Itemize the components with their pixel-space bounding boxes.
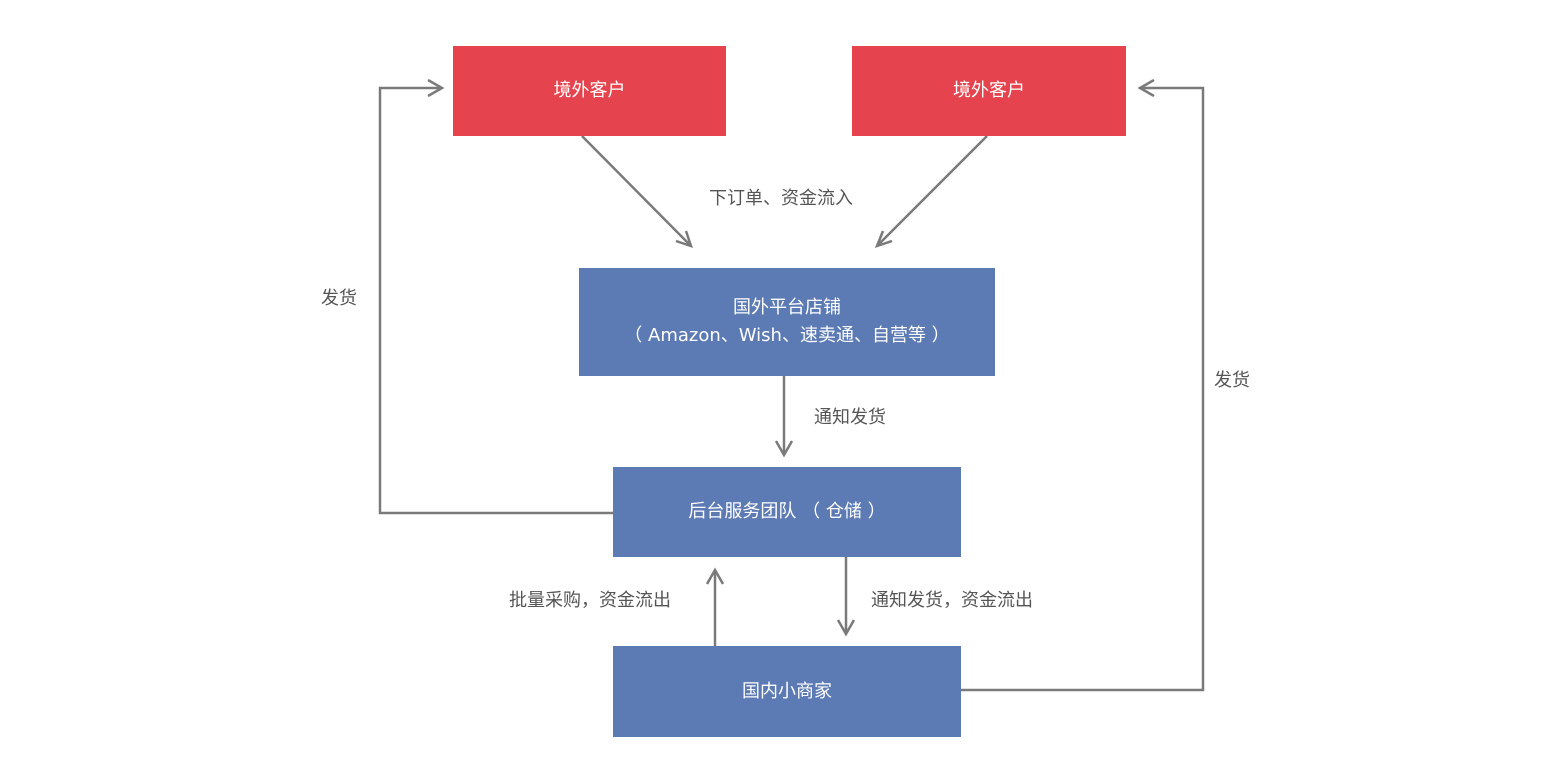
edge-label-notify-ship-outflow: 通知发货，资金流出	[871, 590, 1033, 611]
arrowhead-platform-to-backend	[774, 440, 794, 458]
node-overseas-customer-left-label: 境外客户	[553, 80, 626, 101]
node-domestic-small-merchant-label: 国内小商家	[742, 680, 832, 702]
edge-label-ship-right: 发货	[1214, 370, 1250, 391]
node-backend-service-team-label: 后台服务团队 （ 仓储 ）	[688, 501, 886, 522]
arrow-merchant-to-right-customer	[961, 86, 1205, 692]
arrow-right-customer-to-platform	[877, 135, 988, 246]
edge-label-notify-ship: 通知发货	[814, 407, 886, 428]
arrowhead-left-customer-to-platform	[675, 230, 693, 248]
edge-label-order-inflow: 下订单、资金流入	[709, 188, 853, 209]
arrowhead-right-customer-to-platform	[874, 230, 893, 249]
arrowhead-merchant-to-right-customer	[1137, 78, 1155, 98]
node-backend-service-team: 后台服务团队 （ 仓储 ）	[613, 467, 961, 557]
node-overseas-customer-left: 境外客户	[453, 46, 726, 136]
node-foreign-platform-store-subtitle: （ Amazon、Wish、速卖通、自营等 ）	[624, 325, 950, 346]
edge-label-bulk-purchase: 批量采购，资金流出	[509, 590, 671, 611]
arrowhead-backend-to-merchant	[836, 619, 856, 637]
node-overseas-customer-right-label: 境外客户	[953, 80, 1025, 101]
arrow-left-customer-to-platform	[581, 135, 691, 246]
arrowhead-merchant-to-backend	[705, 567, 725, 585]
arrow-backend-to-left-customer	[378, 86, 613, 515]
node-foreign-platform-store-title: 国外平台店铺	[733, 297, 841, 318]
edge-label-ship-left: 发货	[321, 288, 357, 309]
node-overseas-customer-right: 境外客户	[852, 46, 1126, 136]
node-foreign-platform-store: 国外平台店铺 （ Amazon、Wish、速卖通、自营等 ）	[579, 268, 995, 376]
arrowhead-backend-to-left-customer	[427, 78, 445, 98]
node-domestic-small-merchant: 国内小商家	[613, 646, 961, 737]
